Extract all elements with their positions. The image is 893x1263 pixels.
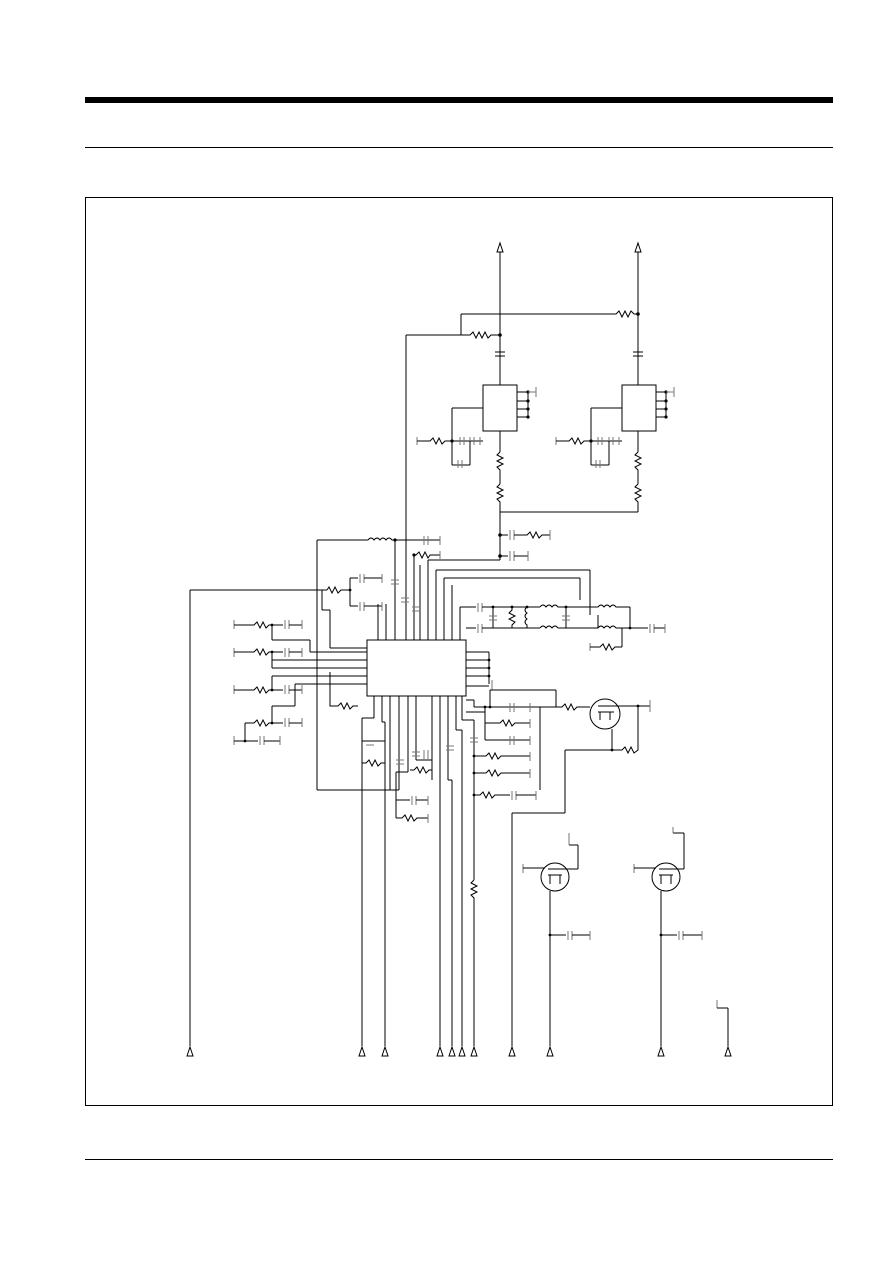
header-rule-thin — [85, 147, 833, 148]
matching-network — [459, 578, 666, 652]
mosfet-2 — [522, 833, 591, 1046]
mosfet-1 — [511, 698, 651, 1046]
port-right-feed — [716, 1000, 729, 1046]
bias-resistor — [463, 330, 500, 340]
footer-rule — [85, 1159, 833, 1160]
rf-stage-right — [500, 241, 675, 513]
left-rc-3 — [233, 675, 303, 695]
port-1 — [186, 1045, 194, 1057]
left-rc-2 — [233, 647, 303, 668]
ic-left-pins — [186, 574, 383, 1057]
output-port-right — [634, 241, 642, 253]
bottom-ports — [358, 1045, 732, 1057]
ic-bottom-pins — [361, 689, 560, 1046]
amplifier-ic-left — [482, 384, 518, 432]
bias-line — [405, 313, 612, 640]
mosfet-3 — [633, 827, 703, 1046]
header-rule-thick — [85, 97, 833, 103]
supply-decoupling — [427, 512, 551, 640]
rf-stage-left — [416, 241, 537, 512]
ic-right-pins — [466, 651, 493, 690]
amplifier-ic-right — [621, 384, 657, 432]
main-ic — [366, 639, 467, 697]
schematic-frame — [85, 197, 833, 1106]
left-rc-4 — [233, 684, 303, 745]
output-port-left — [496, 241, 504, 253]
input-resistor — [417, 436, 483, 446]
left-rc-1 — [233, 620, 317, 653]
